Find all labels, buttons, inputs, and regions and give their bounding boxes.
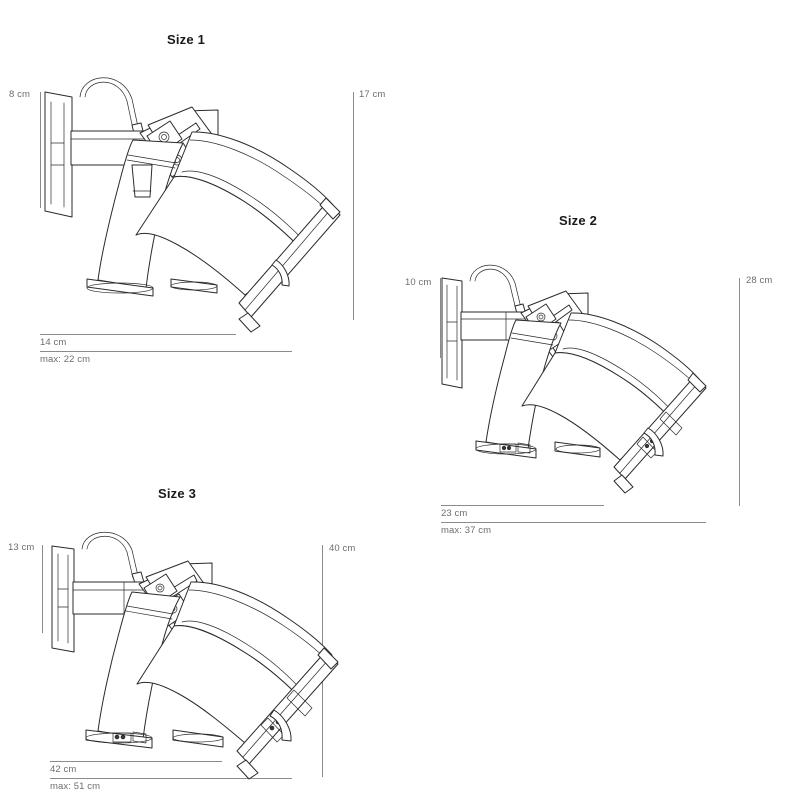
size-1-wall-height-line (40, 92, 41, 208)
size-3-title: Size 3 (158, 486, 197, 501)
size-1-max-width-label: max: 22 cm (40, 354, 91, 365)
size-2-lamp-illustration (438, 272, 728, 500)
size-1-total-height-line (353, 92, 354, 320)
size-1-width-label: 14 cm (40, 337, 67, 348)
size-2-total-height-label: 28 cm (746, 275, 773, 286)
size-2-max-width-label: max: 37 cm (441, 525, 492, 536)
size-3-wall-height-line (42, 545, 43, 633)
size-3-wall-height-label: 13 cm (8, 542, 35, 553)
size-1-title: Size 1 (167, 32, 206, 47)
size-2-max-width-line (441, 522, 706, 523)
size-1-wall-height-label: 8 cm (9, 89, 30, 100)
size-3-max-width-line (50, 778, 292, 779)
size-1-lamp-illustration (40, 85, 340, 330)
size-2-wall-height-line (440, 278, 441, 358)
size-2-width-label: 23 cm (441, 508, 468, 519)
size-1-total-height-label: 17 cm (359, 89, 386, 100)
size-2-total-height-line (739, 278, 740, 506)
size-3-total-height-label: 40 cm (329, 543, 356, 554)
size-1-width-line (40, 334, 236, 335)
size-3-width-line (50, 761, 222, 762)
size-3-max-width-label: max: 51 cm (50, 781, 101, 792)
size-2-width-line (441, 505, 604, 506)
size-1-max-width-line (40, 351, 292, 352)
size-3-lamp-illustration (46, 538, 336, 770)
size-2-title: Size 2 (559, 213, 598, 228)
size-3-width-label: 42 cm (50, 764, 77, 775)
size-2-wall-height-label: 10 cm (405, 277, 432, 288)
